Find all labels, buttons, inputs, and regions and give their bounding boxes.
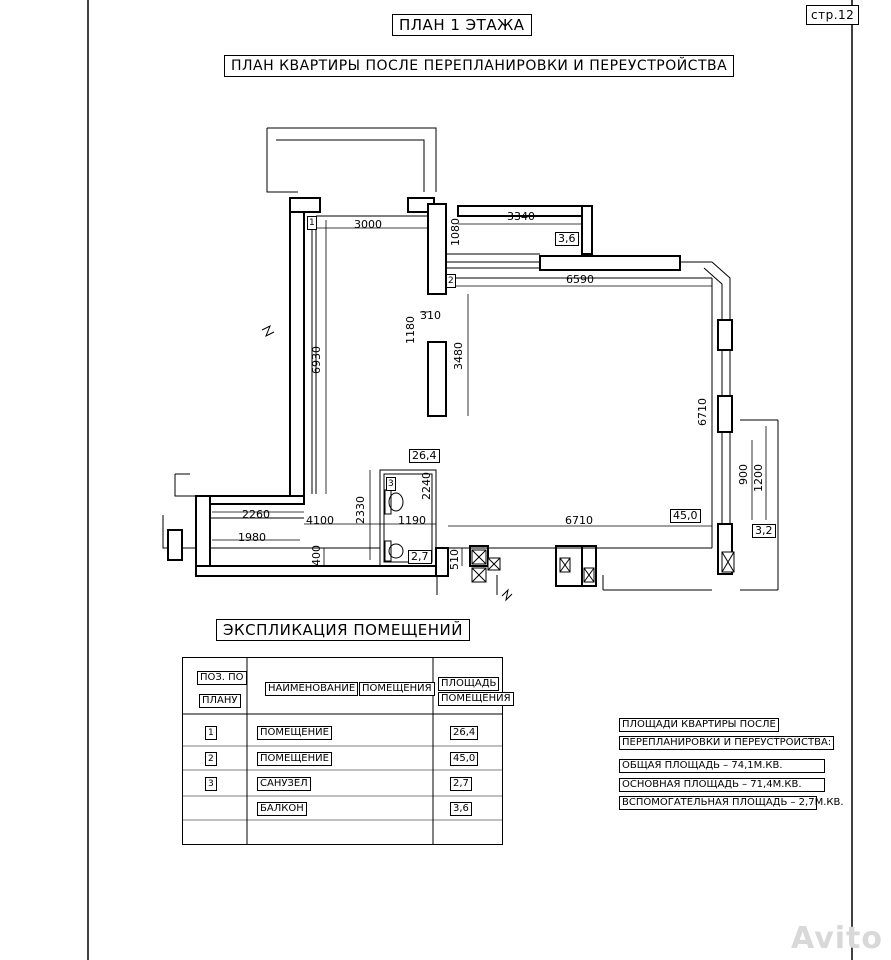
dim-1200: 1200 <box>752 464 765 492</box>
row2-area: 45,0 <box>450 752 479 766</box>
page-number: стр.12 <box>806 5 860 25</box>
dim-400: 400 <box>310 545 323 566</box>
dim-6710-horizontal: 6710 <box>565 514 593 527</box>
header-area-line1: ПЛОЩАДЬ <box>438 677 500 691</box>
row1-area: 26,4 <box>450 726 479 740</box>
summary-title-line1: ПЛОЩАДИ КВАРТИРЫ ПОСЛЕ <box>619 718 779 732</box>
summary-main-area: ОСНОВНАЯ ПЛОЩАДЬ – 71,4М.КВ. <box>619 778 825 792</box>
dim-900: 900 <box>737 464 750 485</box>
dim-4100: 4100 <box>306 514 334 527</box>
room-area-1: 26,4 <box>409 449 440 463</box>
plan-title: ПЛАН 1 ЭТАЖА <box>392 14 532 36</box>
dim-6710-vertical: 6710 <box>696 398 709 426</box>
row3-area: 2,7 <box>450 777 472 791</box>
dim-310: 310 <box>420 309 441 322</box>
dim-1190: 1190 <box>398 514 426 527</box>
dim-2240: 2240 <box>420 472 433 500</box>
room-marker-1: 1 <box>307 216 317 230</box>
room-area-2: 45,0 <box>670 509 701 523</box>
header-pos-line1: ПОЗ. ПО <box>197 671 247 685</box>
row4-area: 3,6 <box>450 802 472 816</box>
room-area-3: 2,7 <box>408 550 432 564</box>
dim-3480: 3480 <box>452 342 465 370</box>
dim-6930: 6930 <box>310 346 323 374</box>
summary-auxiliary-area: ВСПОМОГАТЕЛЬНАЯ ПЛОЩАДЬ – 2,7М.КВ. <box>619 796 844 810</box>
header-name-part2: ПОМЕЩЕНИЯ <box>359 682 435 696</box>
room-marker-2: 2 <box>446 274 456 288</box>
dim-3340: 3340 <box>507 210 535 223</box>
row1-pos: 1 <box>205 726 217 740</box>
summary-title-line2: ПЕРЕПЛАНИРОВКИ И ПЕРЕУСТРОЙСТВА: <box>619 736 835 750</box>
dim-2260: 2260 <box>242 508 270 521</box>
header-name-part1: НАИМЕНОВАНИЕ <box>265 682 359 696</box>
dim-510: 510 <box>448 549 461 570</box>
dim-1180: 1180 <box>404 316 417 344</box>
row2-pos: 2 <box>205 752 217 766</box>
plan-subtitle: ПЛАН КВАРТИРЫ ПОСЛЕ ПЕРЕПЛАНИРОВКИ И ПЕР… <box>224 55 735 77</box>
row2-name: ПОМЕЩЕНИЕ <box>257 752 332 766</box>
balcony-area: 3,6 <box>555 232 579 246</box>
dim-6590: 6590 <box>566 273 594 286</box>
explication-table: ПОЗ. ПО ПЛАНУ НАИМЕНОВАНИЕ ПОМЕЩЕНИЯ ПЛО… <box>182 657 514 845</box>
row4-name: БАЛКОН <box>257 802 307 816</box>
header-pos-line2: ПЛАНУ <box>199 694 241 708</box>
dim-2330: 2330 <box>354 496 367 524</box>
dim-1980: 1980 <box>238 531 266 544</box>
row3-name: САНУЗЕЛ <box>257 777 311 791</box>
row1-name: ПОМЕЩЕНИЕ <box>257 726 332 740</box>
explication-title: ЭКСПЛИКАЦИЯ ПОМЕЩЕНИЙ <box>216 619 470 641</box>
balcony2-area: 3,2 <box>752 524 776 538</box>
dim-3000: 3000 <box>354 218 382 231</box>
row3-pos: 3 <box>205 777 217 791</box>
header-area-line2: ПОМЕЩЕНИЯ <box>438 692 514 706</box>
dim-1080: 1080 <box>449 218 462 246</box>
summary-total-area: ОБЩАЯ ПЛОЩАДЬ – 74,1М.КВ. <box>619 759 825 773</box>
avito-watermark: Avito <box>791 921 883 956</box>
room-marker-3: 3 <box>386 477 396 491</box>
